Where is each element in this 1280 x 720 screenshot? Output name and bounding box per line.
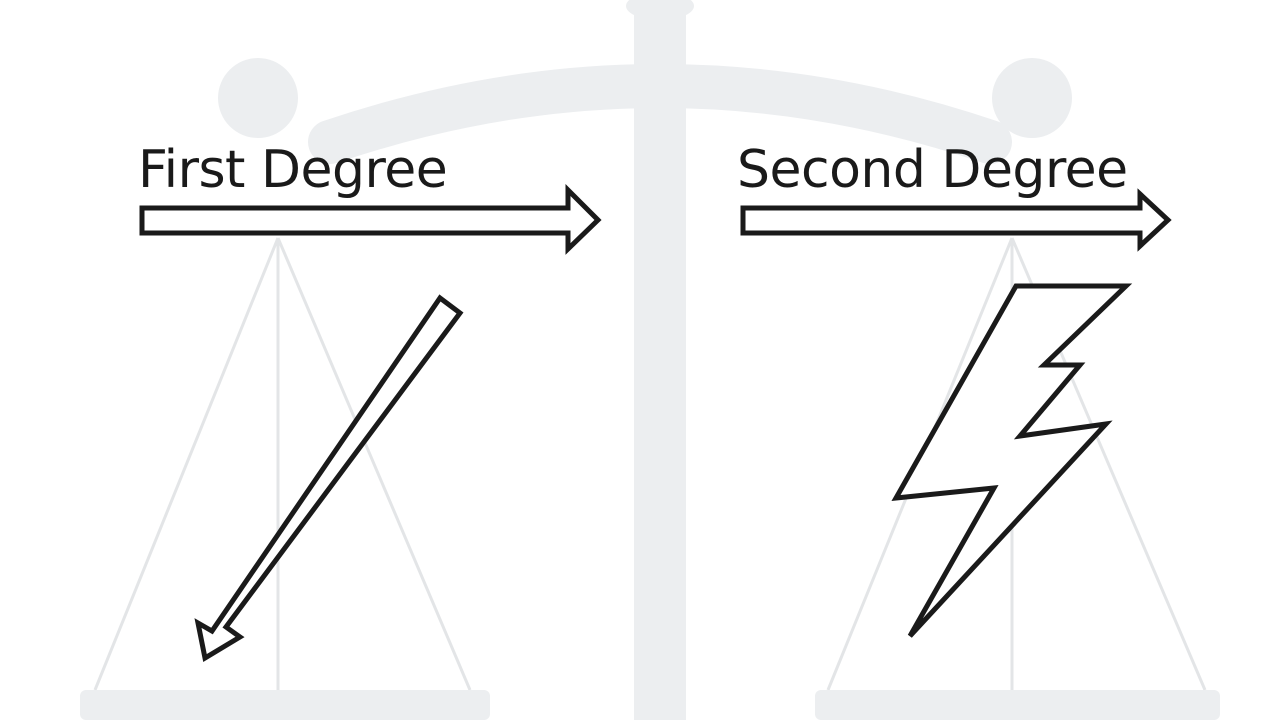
scale-top-knob (626, 0, 694, 20)
left-pan-base (80, 690, 490, 720)
arrow-down-left-outline-icon (194, 294, 464, 662)
left-hanger-knob (218, 58, 298, 138)
first-degree-label: First Degree (138, 140, 448, 200)
scale-pillar (634, 0, 686, 720)
scale-beam (308, 64, 1012, 164)
right-hanger-knob (992, 58, 1072, 138)
arrow-right-outline-icon (139, 183, 602, 255)
right-pan-base (815, 690, 1220, 720)
scale-silhouette (80, 0, 1220, 720)
lightning-bolt-outline-icon (891, 283, 1133, 638)
second-degree-label: Second Degree (737, 140, 1128, 200)
arrow-right-outline-icon (740, 188, 1172, 252)
left-pan (93, 237, 472, 696)
